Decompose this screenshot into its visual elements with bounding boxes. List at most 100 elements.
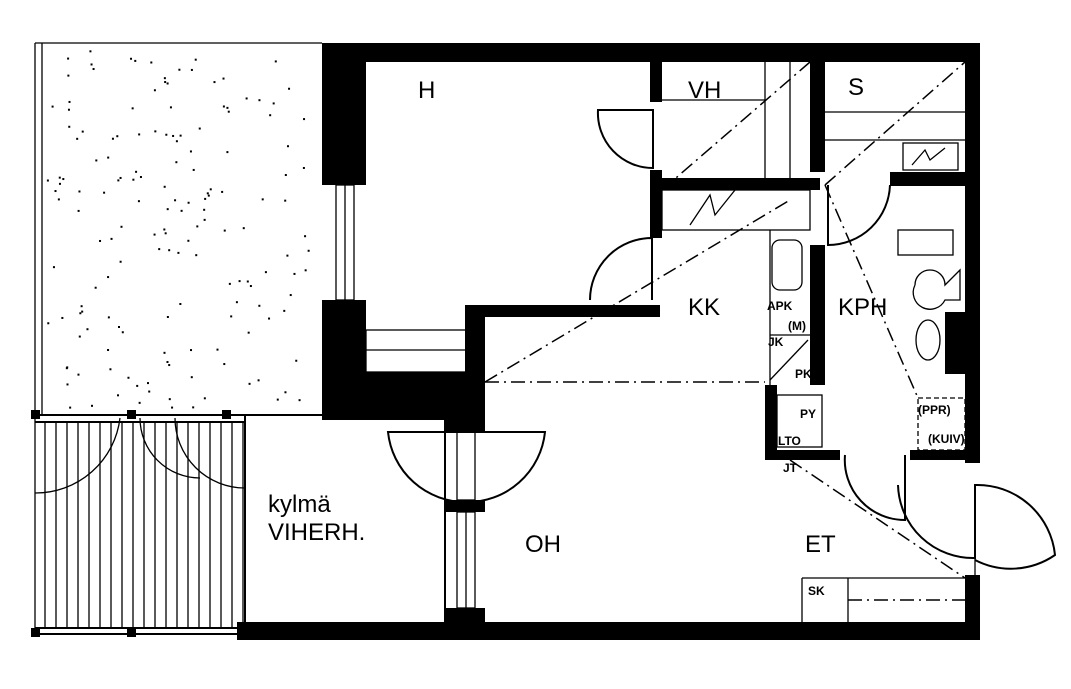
texture-dot xyxy=(194,58,197,61)
texture-dot xyxy=(289,294,292,297)
fixture-label-m: (M) xyxy=(788,319,806,333)
texture-dot xyxy=(196,225,199,228)
texture-dot xyxy=(230,315,233,318)
texture-dot xyxy=(174,199,177,202)
room-label-cold-room-1: kylmä xyxy=(268,491,331,518)
texture-dot xyxy=(117,179,120,182)
texture-dot xyxy=(46,179,49,182)
texture-dot xyxy=(187,239,190,242)
texture-dot xyxy=(307,249,310,252)
texture-dot xyxy=(95,159,98,162)
walls xyxy=(237,43,980,640)
texture-dot xyxy=(172,134,175,137)
texture-dot xyxy=(164,81,167,84)
texture-dot xyxy=(189,150,192,153)
texture-dot xyxy=(284,199,287,202)
texture-dot xyxy=(116,135,119,138)
texture-dot xyxy=(81,310,84,313)
texture-dot xyxy=(92,68,95,71)
texture-dot xyxy=(179,303,182,306)
texture-dot xyxy=(203,218,206,221)
windows xyxy=(335,184,476,609)
texture-dot xyxy=(286,145,289,148)
texture-dot xyxy=(222,77,225,80)
texture-dot xyxy=(190,349,193,352)
room-label-cold-room-2: VIHERH. xyxy=(268,519,365,546)
doors xyxy=(386,109,1057,575)
texture-dot xyxy=(175,161,178,164)
fixtures xyxy=(661,62,966,622)
texture-dot xyxy=(79,312,82,315)
texture-dot xyxy=(134,59,137,62)
fixture-label-jk: JK xyxy=(768,335,784,349)
texture-dot xyxy=(67,108,70,111)
texture-dot xyxy=(245,97,248,100)
texture-dot xyxy=(226,106,229,109)
texture-dot xyxy=(198,127,201,130)
texture-dot xyxy=(195,254,198,257)
texture-dot xyxy=(166,315,169,318)
texture-dot xyxy=(66,383,69,386)
texture-dot xyxy=(135,170,138,173)
texture-dot xyxy=(178,68,181,71)
texture-dot xyxy=(78,335,81,338)
room-label-kitchen: KK xyxy=(688,294,720,321)
texture-dot xyxy=(207,194,210,197)
texture-dot xyxy=(209,188,212,191)
texture-dot xyxy=(54,190,57,193)
texture-dot xyxy=(272,102,275,105)
texture-dot xyxy=(203,208,206,211)
texture-dot xyxy=(264,271,267,274)
texture-dot xyxy=(163,185,166,188)
texture-dot xyxy=(103,191,106,194)
texture-dot xyxy=(47,322,50,325)
texture-dot xyxy=(107,156,110,159)
texture-dot xyxy=(67,57,70,60)
texture-dot xyxy=(269,114,272,117)
texture-dot xyxy=(192,406,195,409)
texture-dot xyxy=(57,198,60,201)
texture-dot xyxy=(61,316,64,319)
texture-dot xyxy=(158,248,161,251)
texture-dot xyxy=(68,100,71,103)
texture-dot xyxy=(139,176,142,179)
fixture-label-jt: JT xyxy=(783,461,798,475)
texture-dot xyxy=(238,280,241,283)
room-label-bedroom: H xyxy=(418,77,435,104)
texture-dot xyxy=(163,228,166,231)
texture-dot xyxy=(175,140,178,143)
texture-dot xyxy=(65,367,68,370)
texture-dot xyxy=(77,373,80,376)
texture-dot xyxy=(119,176,122,179)
texture-dot xyxy=(192,168,195,171)
texture-dot xyxy=(171,406,174,409)
texture-dot xyxy=(136,384,139,387)
texture-dot xyxy=(119,260,122,263)
room-label-bathroom: KPH xyxy=(838,294,887,321)
room-label-closet: VH xyxy=(688,77,721,104)
fixture-label-kuiv: (KUIV) xyxy=(928,432,965,446)
texture-dot xyxy=(68,125,71,128)
texture-dot xyxy=(165,133,168,136)
texture-dot xyxy=(223,363,226,366)
texture-dot xyxy=(223,229,226,232)
texture-dot xyxy=(258,304,261,307)
texture-dot xyxy=(168,398,171,401)
texture-dot xyxy=(94,286,97,289)
texture-dot xyxy=(304,269,307,272)
texture-dot xyxy=(258,99,261,102)
texture-dot xyxy=(148,390,151,393)
texture-dot xyxy=(117,394,120,397)
texture-dot xyxy=(81,130,84,133)
texture-dot xyxy=(169,106,172,109)
texture-dot xyxy=(99,239,102,242)
texture-dot xyxy=(288,87,291,90)
texture-dot xyxy=(80,305,83,308)
texture-dot xyxy=(90,63,93,66)
texture-dot xyxy=(295,359,298,362)
room-label-sauna: S xyxy=(848,74,864,101)
texture-dot xyxy=(138,133,141,136)
fixture-label-py: PY xyxy=(800,407,816,421)
fixture-label-ppr: (PPR) xyxy=(918,403,951,417)
texture-dot xyxy=(130,57,133,60)
